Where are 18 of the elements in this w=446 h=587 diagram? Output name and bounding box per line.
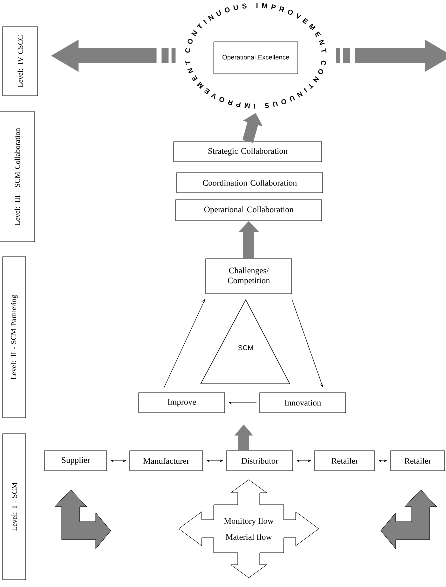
arrow [292,298,324,388]
arrow [228,402,257,404]
process-box: Retailer [314,450,376,472]
process-box: Challenges/ Competition [206,258,292,294]
process-box: Retailer [390,450,446,472]
arrow [164,299,206,388]
arrow [206,460,224,462]
arrow [110,460,126,462]
arrow [378,460,388,462]
arrow [296,460,312,462]
process-box: Coordination Collaboration [176,172,324,194]
process-box: Manufacturer [130,450,204,472]
process-box: Strategic Collaboration [174,142,322,162]
process-box: Supplier [44,450,108,472]
process-box: Distributor [226,450,294,472]
process-box: Operational Collaboration [176,200,322,222]
process-box: Innovation [260,392,346,414]
process-box: Improve [138,392,226,414]
